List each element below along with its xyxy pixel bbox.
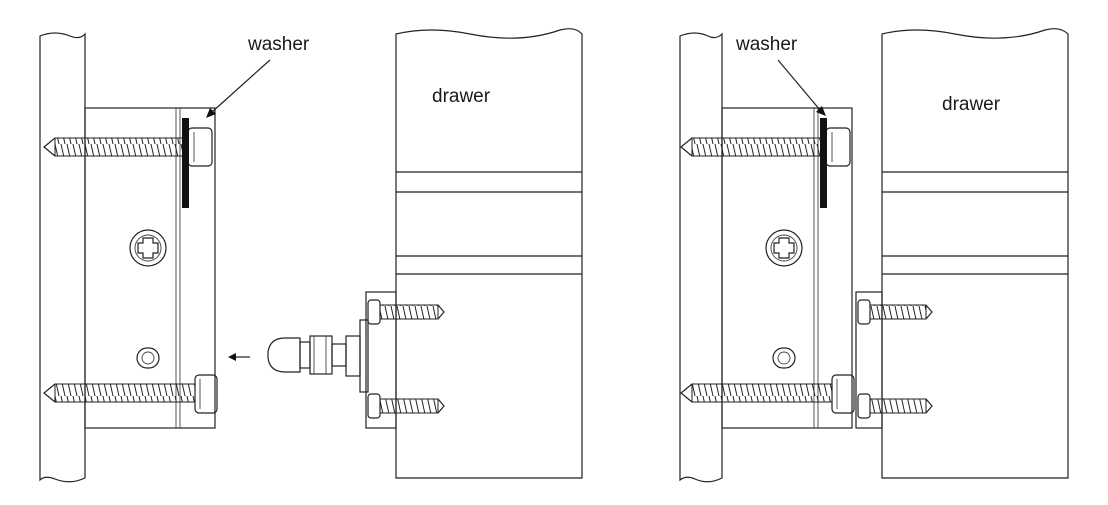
left-bracket [84, 107, 216, 429]
insert-direction-arrow [228, 353, 250, 361]
left-bottom-screw [43, 374, 218, 414]
left-washer-label: washer [247, 34, 310, 55]
right-drawer-label: drawer [942, 94, 1001, 115]
left-bracket-slot [136, 347, 160, 369]
right-washer-callout: washer [735, 34, 826, 116]
left-drawer-block [365, 291, 445, 429]
right-washer-label: washer [735, 34, 798, 55]
left-cabinet-post [39, 32, 86, 483]
right-bracket [721, 107, 853, 429]
right-drawer-block [855, 291, 933, 429]
left-bracket-round-hole [129, 229, 167, 267]
right-top-screw [680, 118, 851, 208]
left-drawer-label: drawer [432, 86, 491, 107]
left-panel: drawer washer [39, 28, 583, 483]
right-bracket-round-hole [765, 229, 803, 267]
right-panel: drawer washer [679, 28, 1069, 483]
right-bottom-screw [680, 374, 855, 414]
right-washer-shape [820, 118, 827, 208]
slide-pin [267, 319, 369, 393]
left-washer-callout: washer [206, 34, 310, 118]
left-washer-shape [182, 118, 189, 208]
left-top-screw [43, 118, 213, 208]
left-drawer: drawer [395, 28, 583, 479]
right-bracket-slot [772, 347, 796, 369]
right-drawer: drawer [881, 28, 1069, 479]
right-cabinet-post [679, 32, 723, 483]
